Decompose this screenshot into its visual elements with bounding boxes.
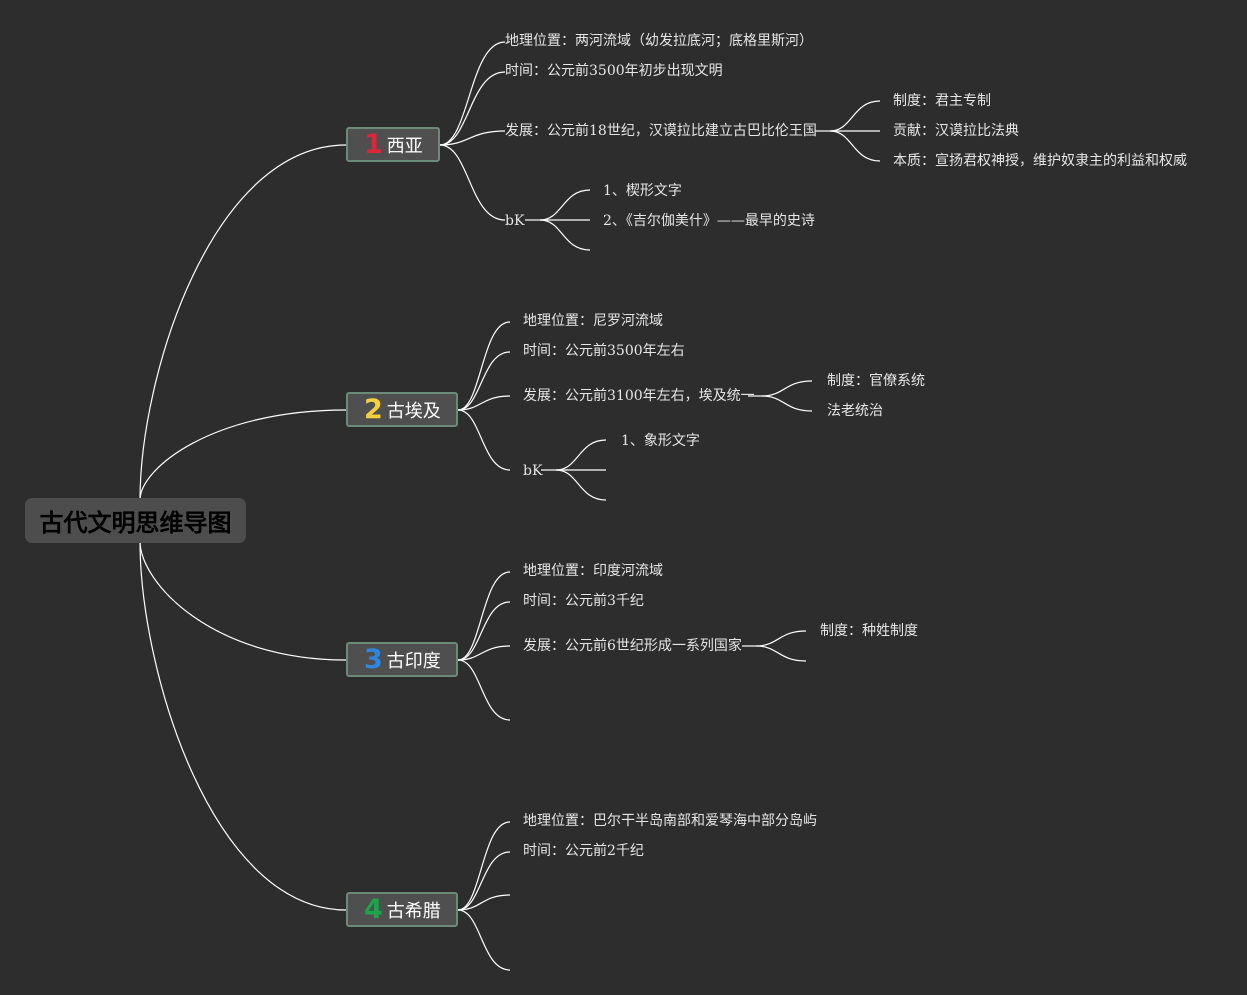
root-title: 古代文明思维导图 bbox=[39, 509, 232, 537]
connector-line bbox=[457, 645, 511, 661]
connector-line bbox=[755, 645, 807, 662]
topic-bk[interactable]: bK bbox=[505, 213, 525, 229]
topic-geography[interactable]: 地理位置：两河流域（幼发拉底河；底格里斯河） bbox=[505, 33, 813, 49]
topic-bk[interactable]: bK bbox=[523, 463, 543, 479]
subtopic-cuneiform[interactable]: 1、楔形文字 bbox=[603, 183, 682, 199]
connector-line bbox=[457, 571, 511, 661]
connector-line bbox=[139, 409, 347, 501]
connector-line bbox=[139, 144, 347, 501]
connector-line bbox=[457, 601, 511, 661]
connector-line bbox=[755, 630, 807, 647]
topic-development[interactable]: 发展：公元前6世纪形成一系列国家 bbox=[523, 638, 742, 654]
branch-node-west-asia[interactable]: 1 西亚 bbox=[346, 127, 440, 162]
connector-line bbox=[457, 909, 511, 971]
connector-line bbox=[539, 189, 591, 221]
topic-geography[interactable]: 地理位置：巴尔干半岛南部和爱琴海中部分岛屿 bbox=[523, 813, 817, 829]
subtopic-contribution[interactable]: 贡献：汉谟拉比法典 bbox=[893, 123, 1019, 139]
connector-line bbox=[761, 395, 813, 412]
branch-label: 古希腊 bbox=[386, 900, 441, 922]
connector-line bbox=[555, 469, 607, 501]
branch-node-ancient-egypt[interactable]: 2 古埃及 bbox=[346, 392, 458, 427]
topic-time[interactable]: 时间：公元前3500年左右 bbox=[523, 343, 685, 359]
topic-time[interactable]: 时间：公元前3500年初步出现文明 bbox=[505, 63, 723, 79]
branch-number-1: 1 bbox=[364, 129, 383, 160]
branch-node-ancient-greece[interactable]: 4 古希腊 bbox=[346, 892, 458, 927]
connector-line bbox=[439, 144, 506, 221]
connector-line bbox=[439, 130, 506, 146]
subtopic-system[interactable]: 制度：官僚系统 bbox=[827, 373, 925, 389]
connector-line bbox=[139, 540, 347, 661]
connector-line bbox=[457, 395, 511, 411]
connector-line bbox=[457, 409, 511, 471]
branch-node-ancient-india[interactable]: 3 古印度 bbox=[346, 642, 458, 677]
topic-development[interactable]: 发展：公元前18世纪，汉谟拉比建立古巴比伦王国 bbox=[505, 123, 817, 139]
subtopic-hieroglyphs[interactable]: 1、象形文字 bbox=[621, 433, 700, 449]
connector-line bbox=[829, 100, 881, 132]
connector-line bbox=[829, 130, 881, 162]
branch-label: 西亚 bbox=[386, 135, 423, 157]
connector-line bbox=[457, 659, 511, 721]
connector-line bbox=[457, 851, 511, 911]
connector-line bbox=[439, 71, 506, 146]
connector-line bbox=[457, 821, 511, 911]
subtopic-essence[interactable]: 本质：宣扬君权神授，维护奴隶主的利益和权威 bbox=[893, 153, 1187, 169]
connector-line bbox=[457, 351, 511, 411]
topic-time[interactable]: 时间：公元前3千纪 bbox=[523, 593, 644, 609]
subtopic-pharaoh[interactable]: 法老统治 bbox=[827, 403, 883, 419]
connector-line bbox=[439, 41, 506, 146]
subtopic-epic[interactable]: 2、《吉尔伽美什》——最早的史诗 bbox=[603, 213, 815, 229]
connector-line bbox=[139, 540, 347, 911]
branch-number-2: 2 bbox=[364, 394, 383, 425]
topic-development[interactable]: 发展：公元前3100年左右，埃及统一 bbox=[523, 388, 755, 404]
connector-line bbox=[761, 380, 813, 397]
connector-line bbox=[539, 219, 591, 251]
branch-label: 古印度 bbox=[386, 650, 441, 672]
root-node[interactable]: 古代文明思维导图 bbox=[25, 498, 246, 543]
connector-line bbox=[457, 321, 511, 411]
connector-line bbox=[457, 894, 511, 911]
branch-number-4: 4 bbox=[364, 894, 383, 925]
topic-time[interactable]: 时间：公元前2千纪 bbox=[523, 843, 644, 859]
branch-label: 古埃及 bbox=[386, 400, 441, 422]
branch-number-3: 3 bbox=[364, 644, 383, 675]
connector-line bbox=[555, 439, 607, 471]
subtopic-caste-system[interactable]: 制度：种姓制度 bbox=[820, 623, 918, 639]
topic-geography[interactable]: 地理位置：尼罗河流域 bbox=[523, 313, 663, 329]
topic-geography[interactable]: 地理位置：印度河流域 bbox=[523, 563, 663, 579]
subtopic-system[interactable]: 制度：君主专制 bbox=[893, 93, 991, 109]
